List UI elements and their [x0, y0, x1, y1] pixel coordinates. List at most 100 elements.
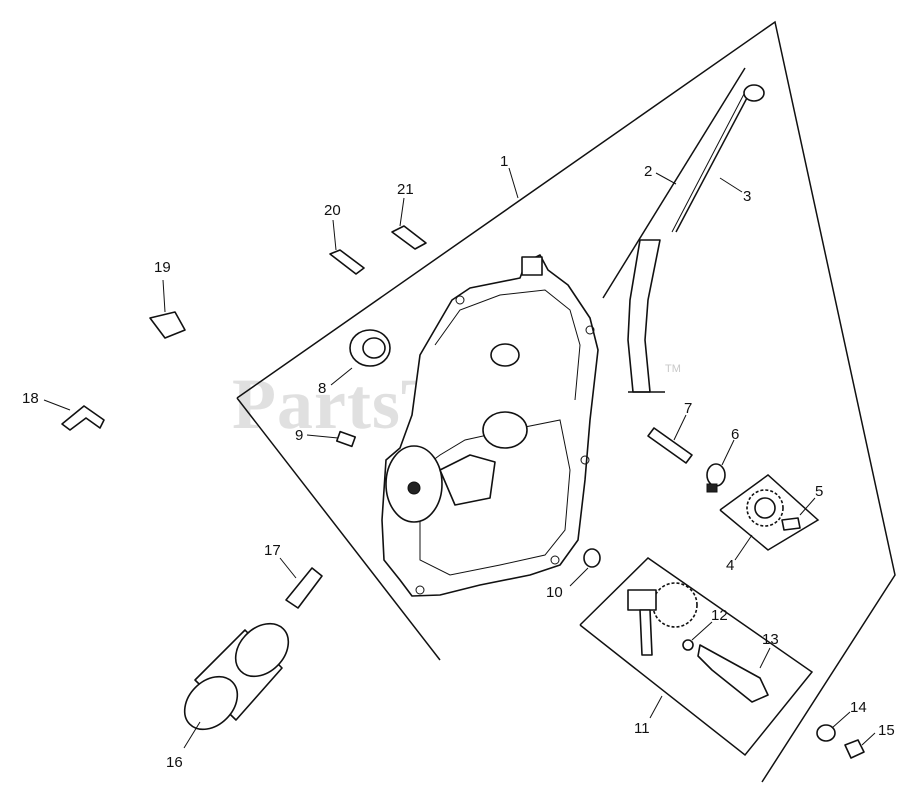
pump-rotor-13 [697, 644, 769, 703]
callout-17: 17 [264, 542, 281, 559]
cover-top-tab [521, 256, 543, 276]
outline-assembly-1 [236, 20, 896, 783]
cover-bolt-hole [455, 295, 465, 305]
dipstick-handle [743, 84, 765, 102]
cover-bracket [439, 454, 496, 506]
outline-assembly-1-left [236, 397, 441, 661]
bolt-15 [844, 739, 865, 759]
plug-9-body [335, 430, 357, 448]
leader-20 [332, 219, 337, 251]
plug-9 [335, 430, 357, 448]
callout-20: 20 [324, 202, 341, 219]
callout-labels: 1 2 3 4 5 6 7 8 9 10 11 12 13 14 15 16 1… [22, 153, 895, 771]
leader-11 [649, 695, 663, 719]
cover-boss-upper [490, 343, 520, 367]
cover-bolt-hole [580, 455, 590, 465]
pump-gear-11 [652, 582, 698, 628]
fastener-14-15 [816, 724, 865, 759]
switch-19-body [149, 311, 186, 339]
washer-6 [706, 463, 726, 493]
leader-13 [759, 647, 771, 669]
callout-2: 2 [644, 163, 652, 180]
callout-5: 5 [815, 483, 823, 500]
leader-lines [43, 167, 876, 749]
callout-18: 18 [22, 390, 39, 407]
leader-1 [508, 167, 519, 199]
leader-4 [734, 534, 753, 561]
bolt-20 [329, 249, 365, 275]
bolt-20-body [329, 249, 365, 275]
leader-9 [306, 434, 339, 439]
leader-5 [799, 497, 816, 516]
callout-11: 11 [634, 720, 650, 737]
watermark-trademark: TM [665, 363, 681, 375]
callout-9: 9 [295, 427, 303, 444]
bolt-21-body [391, 225, 427, 250]
cover-boss-middle [482, 411, 528, 449]
group-outlines [236, 20, 896, 783]
callout-4: 4 [726, 557, 734, 574]
leader-14 [831, 711, 851, 729]
callout-16: 16 [166, 754, 183, 771]
cover-bolt-hole [585, 325, 595, 335]
cover-bolt-hole [550, 555, 560, 565]
o-ring-10-body [583, 548, 601, 568]
callout-7: 7 [684, 400, 692, 417]
governor-gear [746, 489, 801, 531]
filter-top [234, 622, 290, 678]
leader-3 [719, 177, 743, 193]
o-ring-10 [583, 548, 601, 568]
leader-21 [399, 197, 405, 227]
cover-bolt-hole [415, 585, 425, 595]
callout-6: 6 [731, 426, 739, 443]
elbow-18-body [61, 405, 105, 431]
dipstick-tube [627, 239, 661, 393]
callout-14: 14 [850, 699, 867, 716]
leader-6 [721, 439, 735, 466]
washer-6-body [706, 463, 726, 487]
callout-12: 12 [711, 607, 728, 624]
oil-seal-8 [349, 329, 391, 367]
callout-13: 13 [762, 631, 779, 648]
leader-18 [43, 399, 71, 411]
nipple-17 [285, 567, 323, 609]
leader-2 [655, 172, 677, 185]
callout-8: 8 [318, 380, 326, 397]
callout-1: 1 [500, 153, 508, 170]
shaft-7-body [647, 427, 693, 464]
oil-pump-assembly [627, 582, 769, 703]
cover-inner-recess [419, 419, 571, 576]
crankcase-cover [381, 254, 599, 597]
pin-5 [781, 517, 801, 531]
pump-arm [639, 609, 653, 656]
callout-21: 21 [397, 181, 414, 198]
filter-bottom [183, 675, 239, 731]
leader-19 [162, 279, 166, 313]
pump-housing [627, 589, 657, 611]
leader-17 [279, 557, 297, 579]
leader-10 [569, 567, 589, 587]
elbow-fitting-18 [61, 405, 105, 431]
ball-12 [682, 639, 694, 651]
callout-3: 3 [743, 188, 751, 205]
oil-switch-19 [149, 311, 186, 339]
seal-8-inner [362, 337, 386, 359]
leader-7 [673, 414, 687, 441]
dipstick-rod-edge [671, 93, 745, 233]
leader-12 [691, 621, 713, 641]
dipstick-assembly [627, 84, 765, 393]
washer-6-tab [706, 483, 718, 493]
oil-filter-16 [183, 622, 290, 731]
cover-inner-rim [434, 289, 581, 401]
leader-8 [330, 367, 353, 386]
nipple-17-body [285, 567, 323, 609]
outline-group-4 [719, 474, 820, 551]
callout-19: 19 [154, 259, 171, 276]
washer-14 [816, 724, 836, 742]
gear-4-hub [754, 497, 776, 519]
leader-15 [861, 732, 876, 746]
shaft-7 [647, 427, 693, 464]
cover-shaft-hole [407, 481, 421, 495]
callout-10: 10 [546, 584, 563, 601]
